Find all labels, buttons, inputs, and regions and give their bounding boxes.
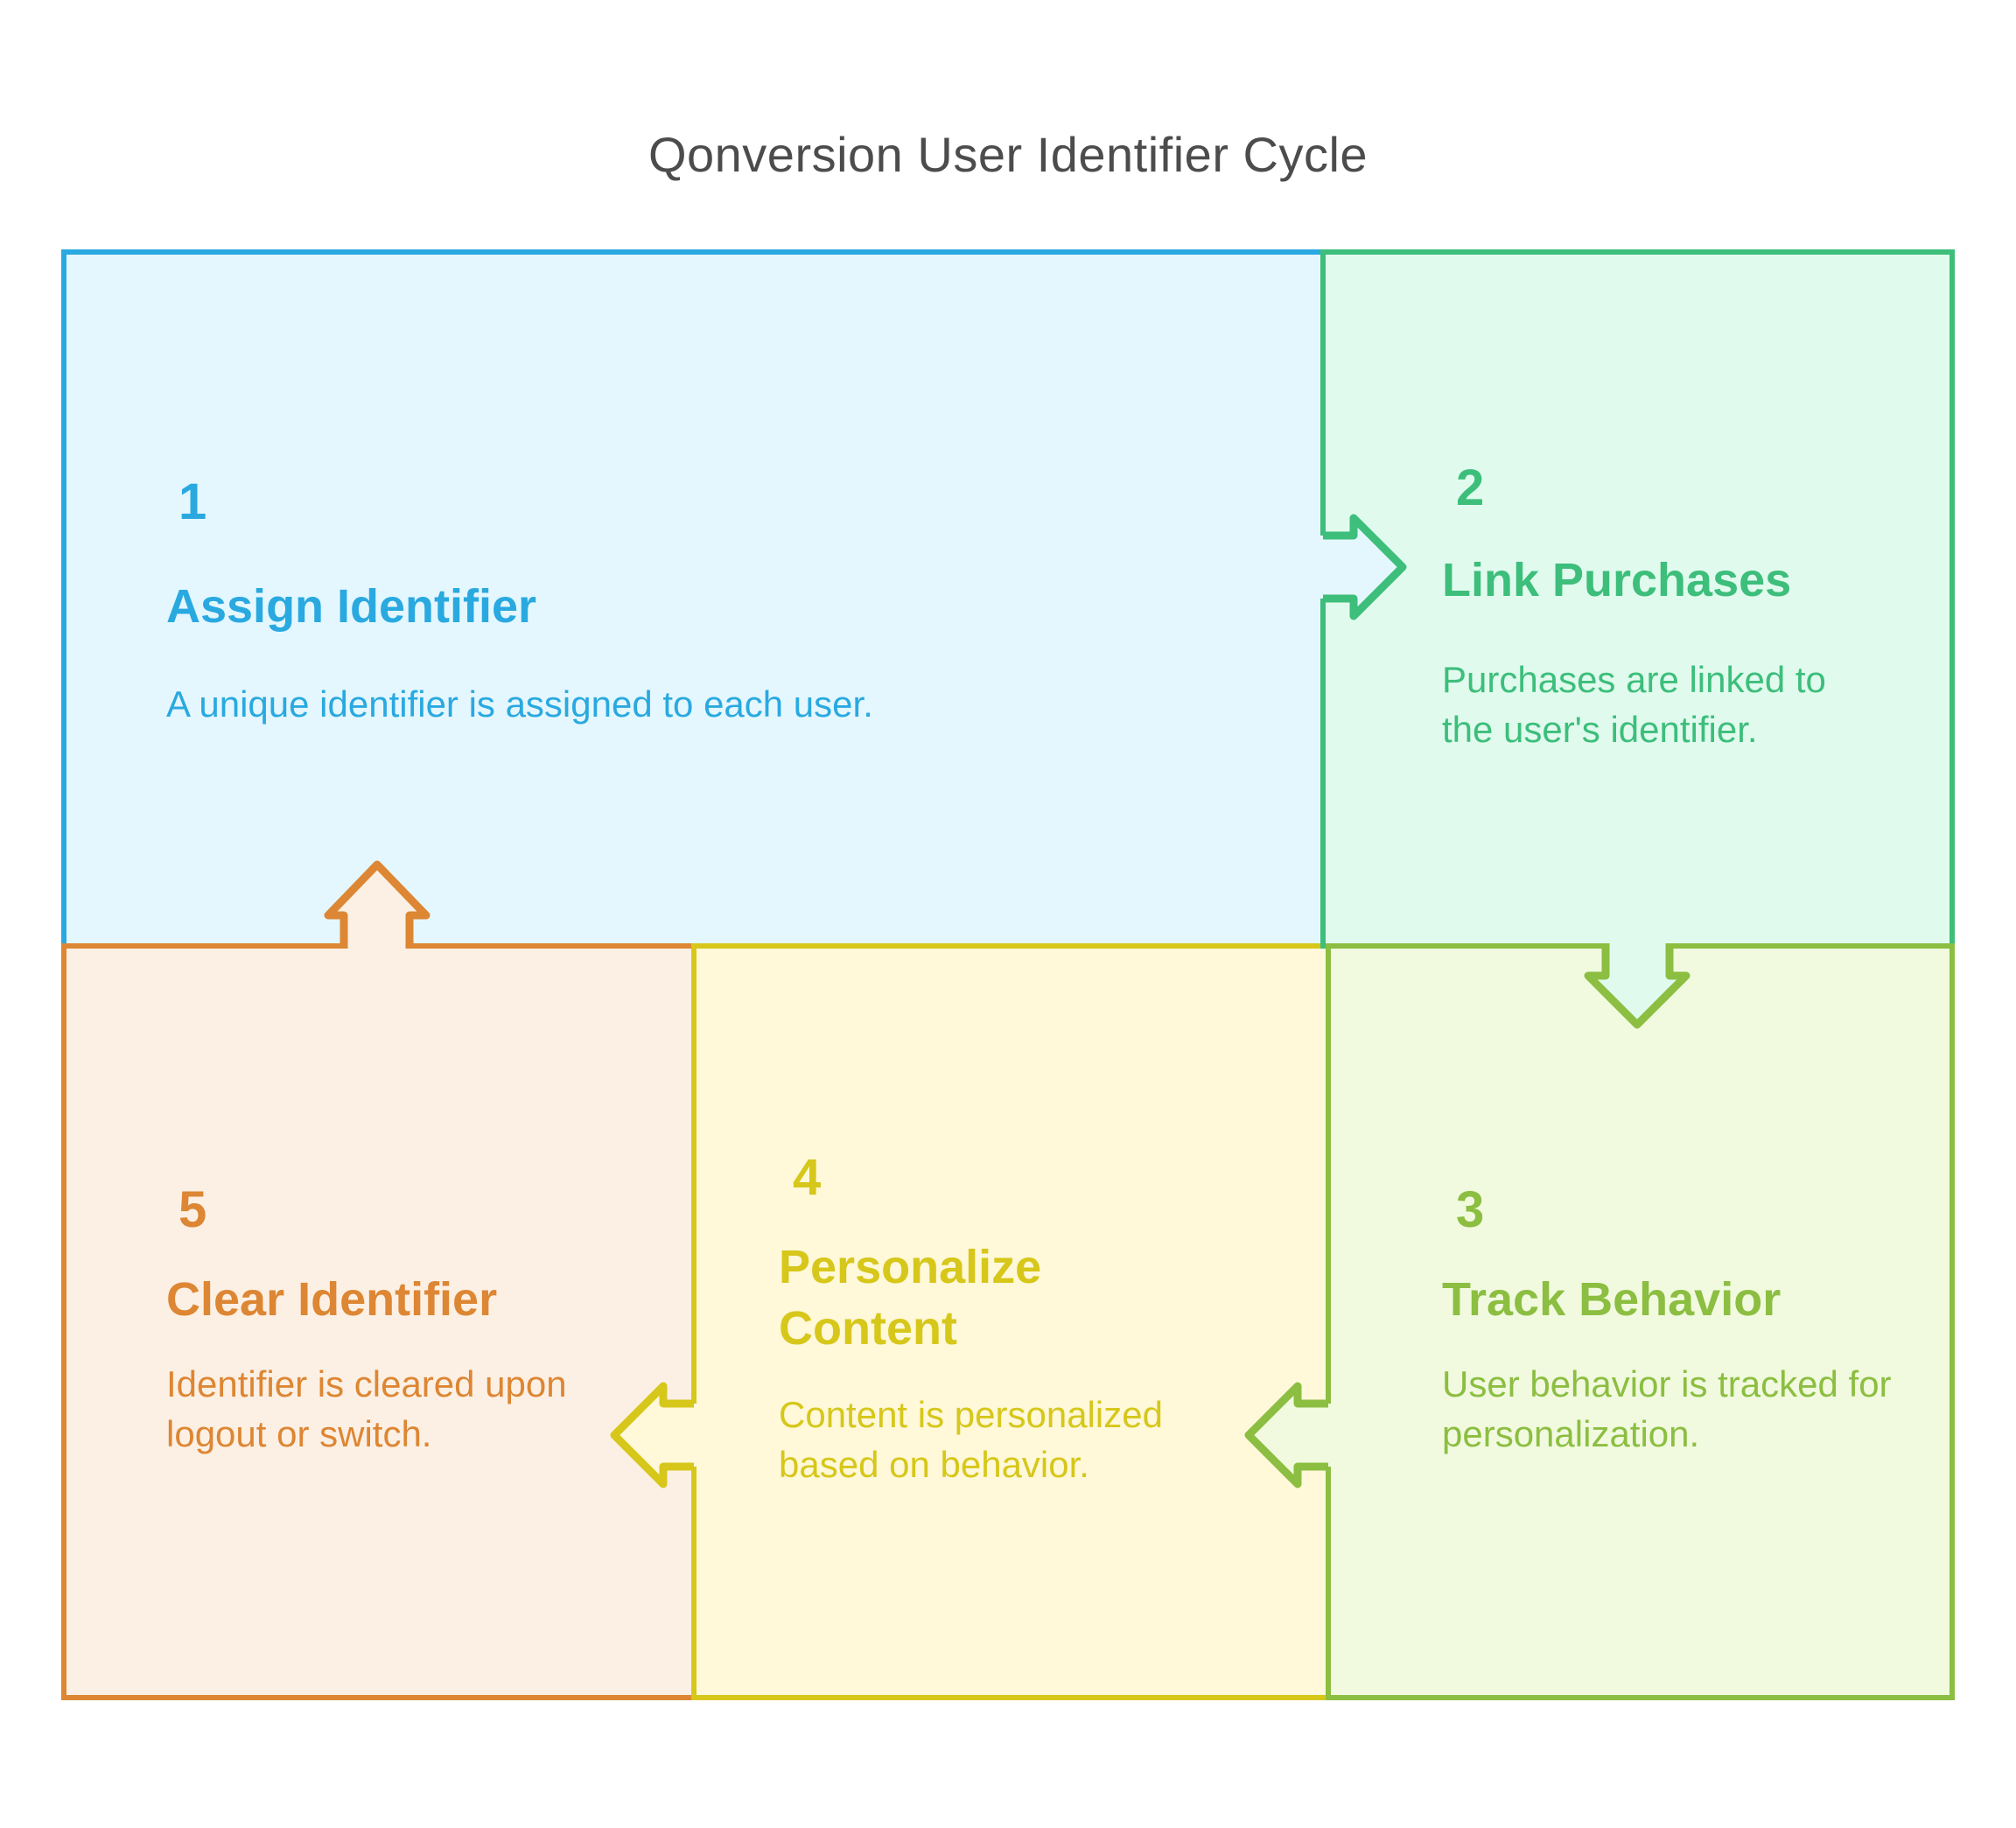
step-3-title: Track Behavior — [1442, 1273, 1782, 1326]
arrow-up-step5-to-step1-outline — [324, 860, 430, 949]
step-5-number: 5 — [178, 1181, 207, 1238]
step-2-description: Purchases are linked to the user's ident… — [1442, 659, 1826, 751]
step-1-description: A unique identifier is assigned to each … — [166, 683, 873, 725]
panel-assign-identifier — [61, 249, 1326, 949]
panel-track-behavior — [1326, 943, 1955, 1700]
step-4-number: 4 — [793, 1149, 822, 1206]
panel-link-purchases — [1320, 249, 1955, 949]
step-5-description: Identifier is cleared upon logout or swi… — [166, 1363, 567, 1455]
panel-clear-identifier — [61, 943, 696, 1700]
step-5-title: Clear Identifier — [166, 1273, 498, 1326]
step-4-title: Personalize Content — [779, 1241, 1042, 1355]
arrow-right-step1-to-step2-icon — [1318, 518, 1403, 616]
arrow-down-step2-to-step3-icon — [1588, 938, 1686, 1025]
arrow-down-step2-to-step3-outline — [1584, 943, 1690, 1029]
step-4-description: Content is personalized based on behavio… — [779, 1394, 1163, 1486]
step-3-number: 3 — [1456, 1181, 1485, 1238]
arrow-left-step3-to-step4-icon — [1249, 1386, 1334, 1484]
panel-personalize-content — [691, 943, 1331, 1700]
step-1-number: 1 — [178, 473, 207, 530]
step-1-title: Assign Identifier — [166, 580, 537, 633]
arrow-left-step4-to-step5-outline — [610, 1382, 694, 1488]
arrow-left-step4-to-step5-icon — [614, 1386, 699, 1484]
arrow-right-step1-to-step2-outline — [1323, 514, 1407, 620]
page-title: Qonversion User Identifier Cycle — [648, 127, 1368, 182]
step-2-title: Link Purchases — [1442, 554, 1792, 606]
step-2-number: 2 — [1456, 459, 1485, 516]
arrow-left-step3-to-step4-outline — [1244, 1382, 1328, 1488]
step-3-description: User behavior is tracked for personaliza… — [1442, 1363, 1892, 1455]
arrow-up-step5-to-step1-icon — [328, 865, 426, 954]
